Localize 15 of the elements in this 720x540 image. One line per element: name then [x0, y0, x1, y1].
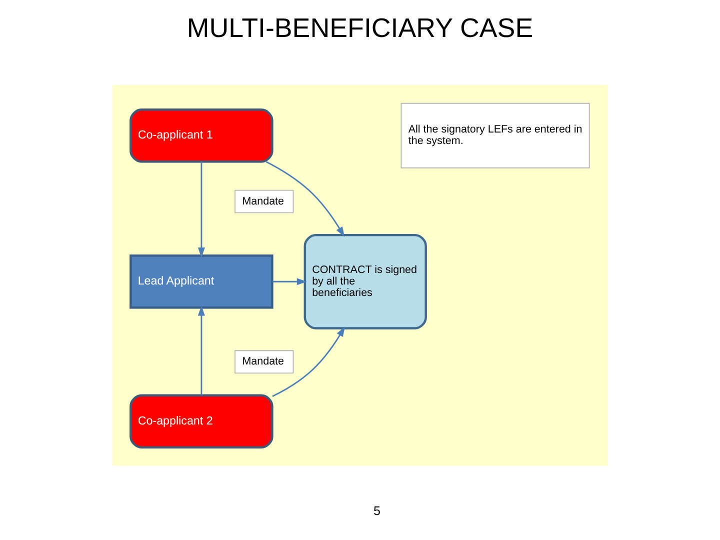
- arrow: [198, 162, 205, 258]
- node-box: Lead Applicant: [130, 254, 274, 309]
- arrow: [272, 326, 345, 398]
- node-box: Mandate: [234, 190, 294, 214]
- node-box: Mandate: [234, 350, 294, 374]
- node-box: All the signatory LEFs are entered in the system.: [400, 102, 590, 168]
- label: 5: [374, 504, 381, 518]
- cluster: [112, 85, 608, 466]
- arrow: [198, 306, 205, 396]
- node-box: Co-applicant 2: [130, 394, 274, 448]
- arrow: [272, 278, 307, 286]
- node-box: Co-applicant 1: [130, 108, 274, 163]
- node-box: CONTRACT is signed by all the beneficiaries: [304, 234, 427, 330]
- arrow: [266, 161, 345, 237]
- diagram-title: MULTI-BENEFICIARY CASE: [186, 13, 534, 44]
